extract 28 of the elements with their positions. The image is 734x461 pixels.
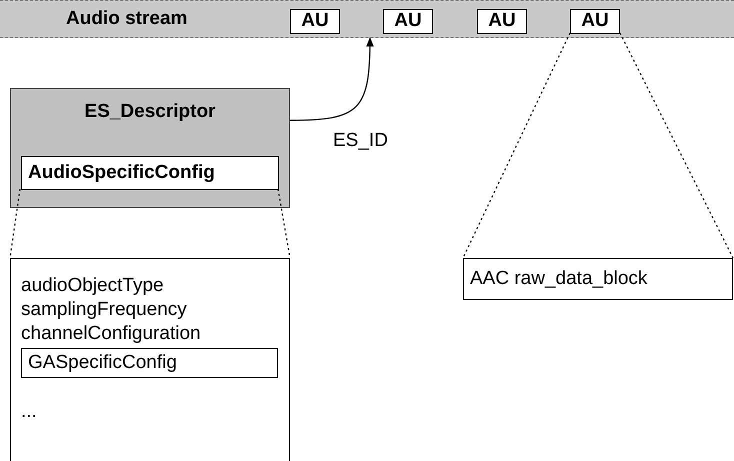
box-label: AU	[581, 10, 609, 33]
dotted-line	[619, 32, 734, 258]
dotted-line	[462, 32, 571, 258]
field-name: samplingFrequency	[21, 299, 187, 322]
edge-label: ES_ID	[333, 130, 388, 152]
access-unit-box	[383, 9, 433, 34]
box-label: AU	[394, 10, 422, 33]
field-name: channelConfiguration	[21, 323, 201, 346]
box-label: AU	[301, 10, 329, 33]
box-label: GASpecificConfig	[28, 352, 177, 374]
heading: ES_Descriptor	[84, 101, 216, 124]
access-unit-box	[290, 9, 340, 34]
dotted-line	[9, 188, 21, 258]
descriptor-box	[10, 88, 290, 208]
field-name: audioObjectType	[21, 275, 164, 298]
config-box	[21, 348, 278, 378]
box-label: AAC raw_data_block	[470, 268, 648, 290]
field-name: ...	[21, 401, 37, 424]
arrow	[290, 37, 374, 121]
config-detail-box	[10, 258, 290, 461]
data-block-box	[463, 258, 733, 300]
access-unit-box	[570, 9, 620, 34]
config-box	[21, 156, 279, 190]
heading: Audio stream	[66, 8, 188, 30]
stream-band	[0, 0, 734, 38]
access-unit-box	[477, 9, 527, 34]
box-label: AU	[488, 10, 516, 33]
box-label: AudioSpecificConfig	[28, 162, 215, 184]
